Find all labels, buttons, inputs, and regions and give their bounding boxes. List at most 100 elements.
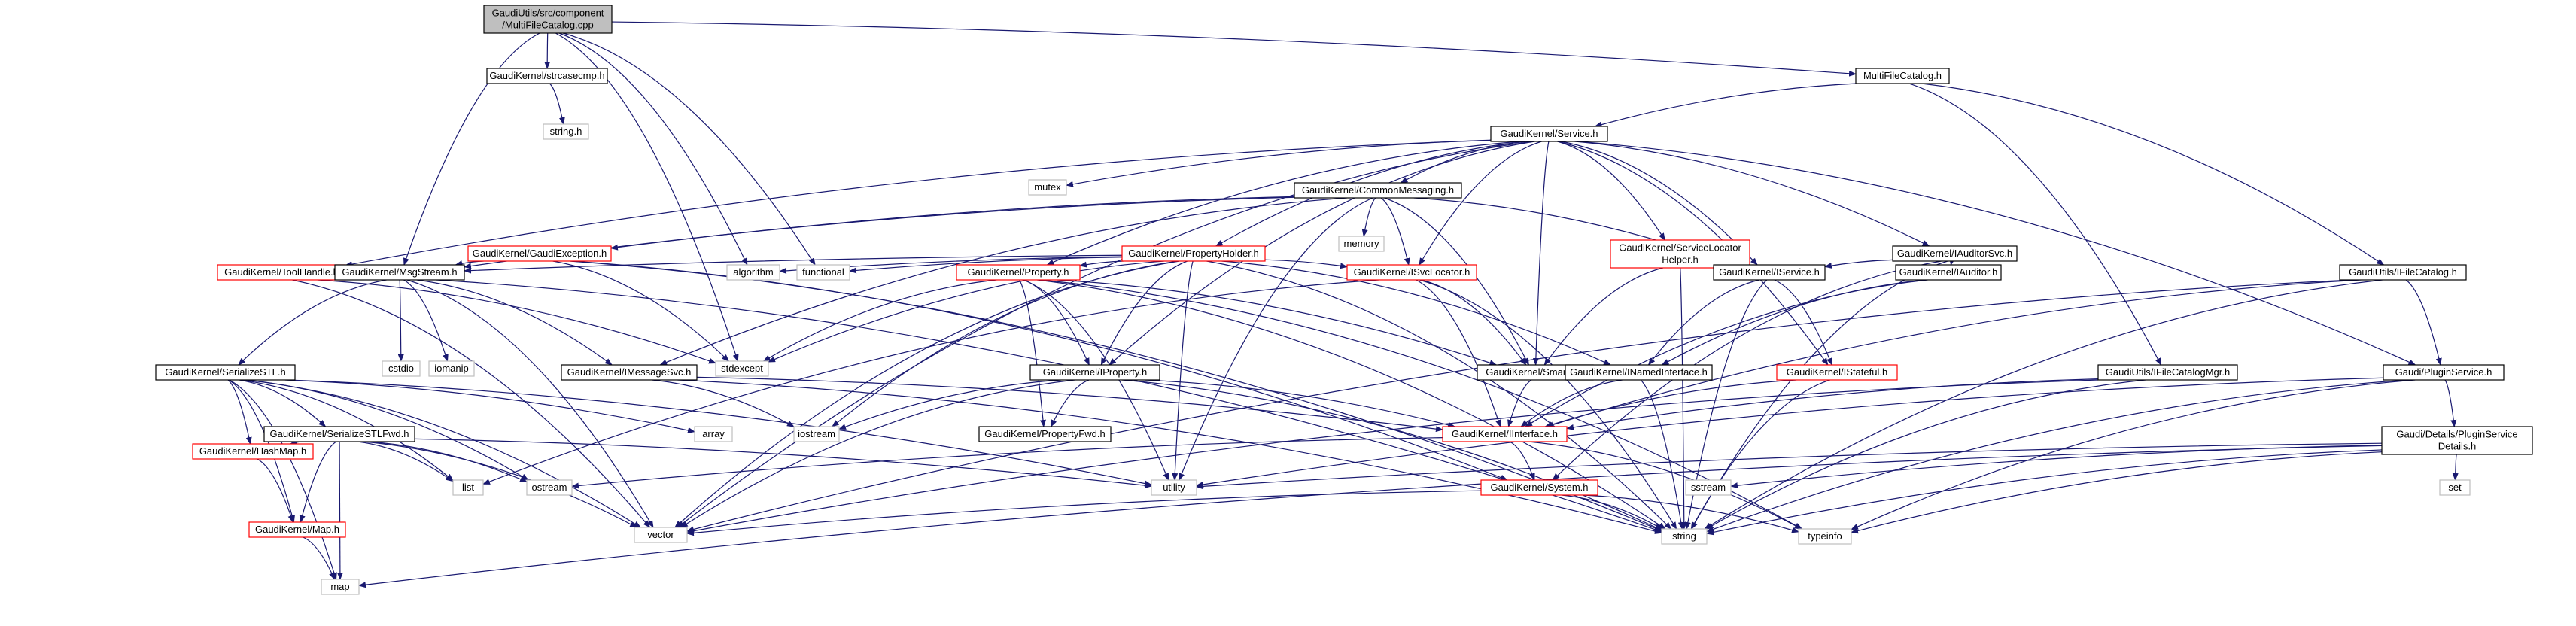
node-box (1346, 264, 1477, 281)
node-box (715, 360, 769, 377)
node-system[interactable]: GaudiKernel/System.h (1480, 479, 1598, 496)
node-label: MultiFileCatalog.h (1863, 70, 1942, 81)
node-label: GaudiKernel/ToolHandle.h (224, 266, 339, 278)
node-property[interactable]: GaudiKernel/Property.h (956, 264, 1081, 281)
include-edge (1730, 445, 2383, 489)
node-box (1855, 68, 1950, 84)
include-edge (397, 279, 404, 362)
include-edge (345, 139, 1492, 268)
include-edge (1361, 197, 1376, 237)
include-edge (1774, 279, 1832, 366)
node-box (1151, 479, 1197, 496)
include-edge (245, 379, 642, 528)
node-label: GaudiKernel/IAuditor.h (1899, 266, 1998, 278)
include-edge (552, 260, 730, 362)
node-multifilecatalog[interactable]: MultiFileCatalog.h (1855, 68, 1950, 84)
node-box (1610, 239, 1750, 269)
node-msgstream[interactable]: GaudiKernel/MsgStream.h (334, 264, 465, 281)
include-edge (1661, 279, 1926, 366)
node-imessagesvc[interactable]: GaudiKernel/IMessageSvc.h (561, 364, 698, 381)
node-box (1294, 182, 1462, 199)
include-edge (562, 32, 816, 266)
include-edge (1557, 141, 1665, 241)
node-inamedinterface[interactable]: GaudiKernel/INamedInterface.h (1565, 364, 1713, 381)
node-box (1713, 264, 1826, 281)
node-iostream: iostream (793, 426, 840, 442)
node-serializestlfwd[interactable]: GaudiKernel/SerializeSTLFwd.h (263, 426, 415, 442)
node-serializestl[interactable]: GaudiKernel/SerializeSTL.h (155, 364, 296, 381)
node-label: GaudiKernel/PropertyHolder.h (1128, 248, 1258, 259)
node-box (2439, 479, 2471, 496)
node-box (1661, 528, 1708, 545)
node-set: set (2439, 479, 2471, 496)
include-edge (1264, 259, 1348, 269)
node-ifilecatalogmgr[interactable]: GaudiUtils/IFileCatalogMgr.h (2097, 364, 2238, 381)
node-box (2339, 264, 2467, 281)
node-root[interactable]: GaudiUtils/src/component/MultiFileCatalo… (483, 5, 613, 34)
node-box (561, 364, 698, 381)
node-strcasecmp[interactable]: GaudiKernel/strcasecmp.h (486, 68, 608, 84)
include-edge (611, 21, 1857, 77)
include-edge (406, 279, 654, 528)
node-label: array (702, 428, 725, 439)
node-smartif[interactable]: GaudiKernel/SmartIF.h (1477, 364, 1594, 381)
node-istateful[interactable]: GaudiKernel/IStateful.h (1776, 364, 1898, 381)
node-label: map (330, 581, 349, 592)
node-iproperty[interactable]: GaudiKernel/IProperty.h (1029, 364, 1160, 381)
node-box (543, 123, 589, 140)
node-box (1490, 126, 1608, 142)
node-box (155, 364, 296, 381)
include-edge (610, 196, 1295, 251)
node-box (2097, 364, 2238, 381)
node-toolhandle[interactable]: GaudiKernel/ToolHandle.h (217, 264, 346, 281)
include-edge (1594, 83, 1857, 128)
node-service[interactable]: GaudiKernel/Service.h (1490, 126, 1608, 142)
include-edge (299, 441, 336, 523)
node-iservice[interactable]: GaudiKernel/IService.h (1713, 264, 1826, 281)
node-propertyholder[interactable]: GaudiKernel/PropertyHolder.h (1121, 245, 1266, 262)
node-ifilecatalog[interactable]: GaudiUtils/IFileCatalog.h (2339, 264, 2467, 281)
node-pluginservice[interactable]: Gaudi/PluginService.h (2383, 364, 2505, 381)
include-edge (659, 197, 1347, 366)
node-label: GaudiKernel/strcasecmp.h (489, 70, 604, 81)
node-label: GaudiKernel/ISvcLocator.h (1354, 266, 1470, 278)
include-edge (1196, 377, 2384, 488)
node-box (2381, 426, 2533, 455)
include-edge (652, 379, 795, 427)
include-edge (1566, 378, 2099, 430)
node-box (726, 264, 780, 281)
node-box (467, 245, 612, 262)
include-edge (1851, 379, 2416, 530)
include-edge (1079, 260, 1124, 268)
node-iauditor[interactable]: GaudiKernel/IAuditor.h (1895, 264, 2002, 281)
include-edge (1908, 83, 2162, 366)
node-box (1798, 528, 1852, 545)
include-edge (464, 254, 1123, 274)
node-label: GaudiKernel/SerializeSTLFwd.h (270, 428, 409, 439)
include-edge (1206, 260, 1672, 530)
node-isvclocator[interactable]: GaudiKernel/ISvcLocator.h (1346, 264, 1477, 281)
node-hashmap[interactable]: GaudiKernel/HashMap.h (192, 443, 314, 460)
node-commonmessaging[interactable]: GaudiKernel/CommonMessaging.h (1294, 182, 1462, 199)
include-edge (241, 379, 454, 482)
node-vector: vector (634, 527, 688, 543)
include-edge (1525, 279, 1928, 427)
node-label: GaudiKernel/System.h (1490, 482, 1588, 493)
include-edge (1577, 141, 2416, 366)
include-edge (555, 32, 739, 362)
node-label: algorithm (733, 266, 773, 278)
node-iinterface[interactable]: GaudiKernel/IInterface.h (1442, 426, 1568, 442)
include-edge (1215, 141, 1527, 247)
include-edge (1583, 494, 1799, 533)
node-iauditorsvc[interactable]: GaudiKernel/IAuditorSvc.h (1892, 245, 2018, 262)
include-edge (482, 279, 1379, 485)
node-map-h[interactable]: GaudiKernel/Map.h (248, 521, 346, 538)
node-map: map (321, 579, 360, 595)
include-edge (1851, 451, 2383, 534)
node-gaudiexception[interactable]: GaudiKernel/GaudiException.h (467, 245, 612, 262)
node-label: vector (647, 529, 674, 540)
node-box (1338, 236, 1385, 252)
node-propertyfwd[interactable]: GaudiKernel/PropertyFwd.h (978, 426, 1112, 442)
